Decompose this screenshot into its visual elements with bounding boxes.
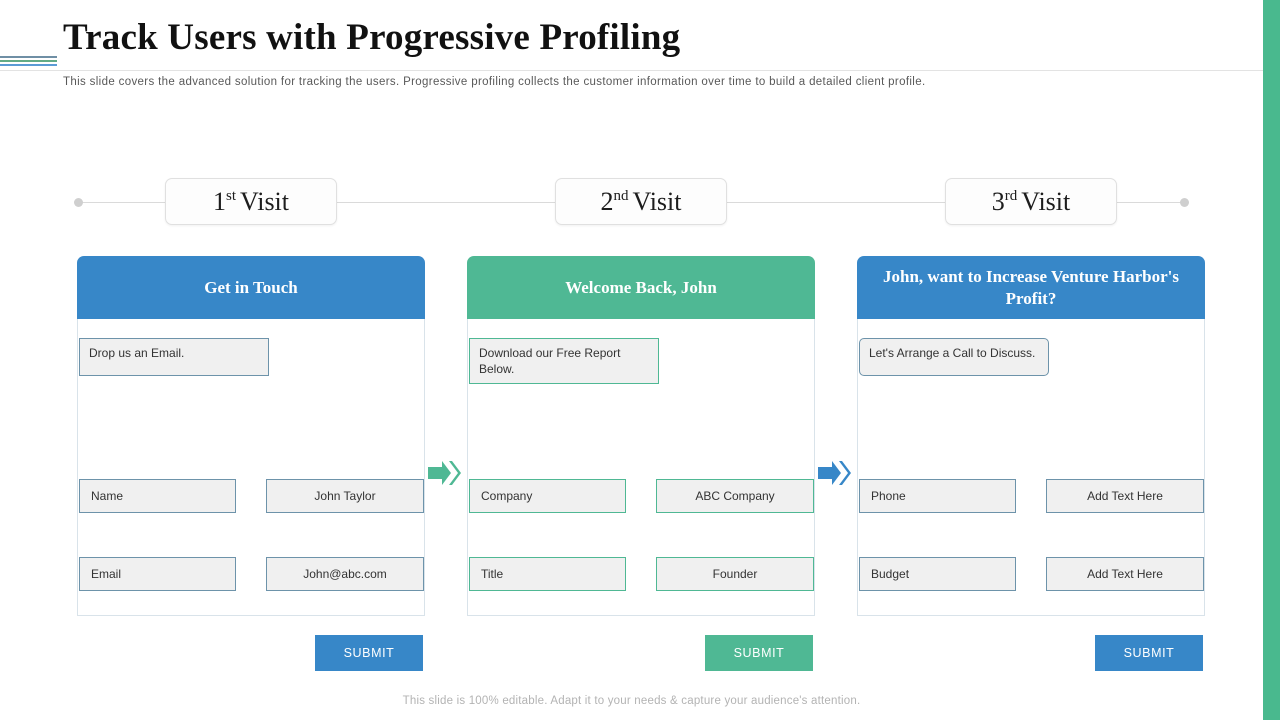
visit-card-2-field-1-label[interactable]: Company <box>469 479 626 513</box>
visit-card-3-field-1-label[interactable]: Phone <box>859 479 1016 513</box>
visit-card-1-field-2-label[interactable]: Email <box>79 557 236 591</box>
timeline-start-dot <box>74 198 83 207</box>
visit-step-2-number: 2 <box>600 186 614 216</box>
right-accent-bar <box>1263 0 1280 720</box>
visit-step-2-label: Visit <box>632 186 682 216</box>
slide-footer-note: This slide is 100% editable. Adapt it to… <box>402 695 861 707</box>
visit-card-3-field-2-label[interactable]: Budget <box>859 557 1016 591</box>
visit-card-2-field-1-value[interactable]: ABC Company <box>656 479 814 513</box>
page-subtitle: This slide covers the advanced solution … <box>63 76 926 88</box>
visit-card-1: Get in Touch Drop us an Email. Name John… <box>77 256 425 671</box>
visit-card-3: John, want to Increase Venture Harbor's … <box>857 256 1205 671</box>
visit-card-1-submit-button[interactable]: SUBMIT <box>315 635 423 671</box>
visit-card-2-heading: Welcome Back, John <box>467 256 815 319</box>
visit-step-1-label: Visit <box>240 186 290 216</box>
visit-card-2: Welcome Back, John Download our Free Rep… <box>467 256 815 671</box>
visit-card-2-field-2-label[interactable]: Title <box>469 557 626 591</box>
visit-card-1-note: Drop us an Email. <box>79 338 269 376</box>
visit-card-2-note: Download our Free Report Below. <box>469 338 659 385</box>
visit-card-1-field-1-label[interactable]: Name <box>79 479 236 513</box>
visit-card-3-field-2-value[interactable]: Add Text Here <box>1046 557 1204 591</box>
page-title: Track Users with Progressive Profiling <box>63 17 681 58</box>
visit-card-3-body: Let's Arrange a Call to Discuss. Phone A… <box>857 319 1205 671</box>
timeline-end-dot <box>1180 198 1189 207</box>
visit-card-3-heading: John, want to Increase Venture Harbor's … <box>857 256 1205 319</box>
slide-header: Track Users with Progressive Profiling <box>0 0 1263 71</box>
visit-card-2-field-2-value[interactable]: Founder <box>656 557 814 591</box>
title-rule-decoration <box>0 56 57 68</box>
visit-card-3-submit-button[interactable]: SUBMIT <box>1095 635 1203 671</box>
visit-card-2-submit-button[interactable]: SUBMIT <box>705 635 813 671</box>
visit-card-3-note: Let's Arrange a Call to Discuss. <box>859 338 1049 376</box>
visit-card-2-body: Download our Free Report Below. Company … <box>467 319 815 671</box>
arrow-right-icon-blue <box>818 458 852 488</box>
visit-step-3-number: 3 <box>991 186 1005 216</box>
visit-step-1-number: 1 <box>212 186 226 216</box>
visit-card-3-field-1-value[interactable]: Add Text Here <box>1046 479 1204 513</box>
arrow-right-icon-green <box>428 458 462 488</box>
visit-card-1-field-1-value[interactable]: John Taylor <box>266 479 424 513</box>
visit-card-1-heading: Get in Touch <box>77 256 425 319</box>
visit-card-1-body: Drop us an Email. Name John Taylor Email… <box>77 319 425 671</box>
visit-card-1-field-2-value[interactable]: John@abc.com <box>266 557 424 591</box>
visit-step-3-label: Visit <box>1021 186 1071 216</box>
